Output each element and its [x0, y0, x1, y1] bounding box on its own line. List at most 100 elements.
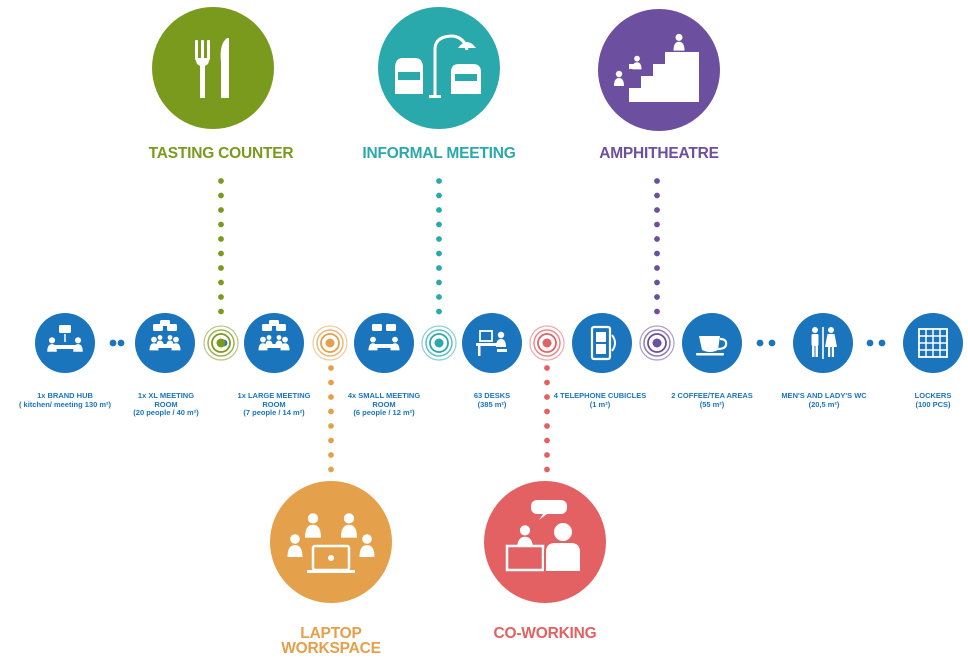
timeline-label-desks: 63 DESKS (385 m²) [474, 391, 510, 409]
amphitheatre-text: AMPHITHEATRE [599, 145, 719, 162]
label-line: (385 m²) [477, 399, 507, 409]
woman-dress [825, 334, 837, 347]
laptop-workspace-label: LAPTOP WORKSPACE [281, 626, 381, 657]
person-body [359, 545, 375, 557]
person-head [343, 513, 355, 524]
ripple-ring [533, 329, 561, 357]
man-head [812, 327, 818, 333]
brand-hub-icon [47, 325, 83, 352]
tasting-counter-dot [218, 265, 224, 271]
laptop-workspace-dot [328, 466, 334, 473]
amphitheatre-dot [654, 236, 660, 242]
label-line: 1x XL MEETING [137, 391, 195, 400]
chair-right-seat [455, 74, 477, 84]
woman-head [828, 327, 834, 333]
ripple-ring [639, 325, 675, 361]
phone-cord [611, 334, 616, 352]
person-head [675, 33, 683, 41]
telephone-cubicle-node [572, 313, 632, 373]
person-body [73, 344, 83, 352]
informal-meeting-node [378, 7, 500, 129]
person-head [260, 336, 266, 343]
woman-leg [828, 347, 831, 357]
fork-tine [195, 40, 198, 60]
label-line: 4 TELEPHONE CUBICLES [553, 391, 647, 400]
speech-bubble [531, 500, 567, 514]
ripple-ring [425, 329, 453, 357]
tasting-counter-dot [218, 308, 224, 315]
monitor-shape [479, 330, 493, 342]
ripple-ring [316, 329, 344, 357]
person-head [74, 337, 82, 344]
cup-handle [717, 337, 728, 351]
chair-seat [497, 349, 507, 352]
ripple-ring [211, 333, 231, 353]
person-body [673, 41, 685, 51]
ripple-core [652, 338, 662, 348]
timeline-circle [572, 313, 632, 373]
ripple-ring [643, 329, 671, 357]
label-line: (7 people / 14 m²) [243, 408, 305, 417]
informal-meeting-dot [436, 221, 442, 228]
person-body [280, 343, 290, 351]
label-line: MEN'S AND LADY'S WC [781, 391, 867, 400]
table-shape [375, 344, 393, 348]
cubicle-pane [596, 332, 606, 342]
co-working-dot [544, 365, 550, 371]
co-working-label: CO-WORKING [493, 625, 597, 642]
laptop-base [307, 570, 355, 573]
informal-meeting-dot [436, 308, 442, 315]
timeline-circle [135, 313, 195, 373]
label-line: (20,5 m²) [808, 399, 840, 409]
brand-hub-node [35, 313, 95, 373]
person-head [519, 525, 531, 536]
ripple-core [216, 338, 226, 348]
person-head [290, 534, 300, 544]
person-head [266, 335, 272, 340]
connector-dot [117, 339, 125, 347]
large-meeting-room-icon [258, 320, 290, 351]
label-line: 2 COFFEE/TEA AREAS [671, 391, 753, 400]
label-line: ROOM [262, 399, 286, 409]
desk-leg [478, 346, 481, 356]
person-body [265, 340, 273, 347]
amphitheatre-dot [654, 207, 660, 213]
stairs-seating-icon [614, 33, 699, 102]
person-head [362, 534, 372, 544]
amphitheatre-dot [654, 265, 660, 271]
ripple-core [542, 338, 552, 348]
co-working-icon [505, 500, 582, 573]
co-working-text: CO-WORKING [493, 625, 597, 642]
timeline-circle [35, 313, 95, 373]
laptop-workspace-node [270, 481, 392, 603]
person-body [305, 524, 321, 538]
ripple-ring [203, 325, 239, 361]
amphitheatre-label: AMPHITHEATRE [599, 145, 719, 162]
connector-dot [866, 339, 874, 347]
table-shape [52, 345, 78, 349]
feature-circle [378, 7, 500, 129]
laptop-workspace-text-2: WORKSPACE [281, 640, 381, 657]
co-working-dot [544, 466, 550, 473]
co-working-dot [544, 379, 550, 386]
colleague-body [544, 541, 582, 573]
person-head [282, 336, 288, 343]
tasting-counter-dot [218, 178, 224, 184]
timeline-label-large-meeting: 1x LARGE MEETING ROOM (7 people / 14 m²) [238, 391, 311, 418]
amphitheatre-dot [654, 250, 660, 257]
timeline-circle [244, 313, 304, 373]
informal-meeting-dot [436, 250, 442, 257]
tasting-counter-dot [218, 221, 224, 228]
speech-bubble [269, 320, 279, 326]
person-head [167, 335, 173, 340]
divider-line [822, 327, 824, 359]
co-working-dot [544, 394, 550, 400]
person-body [149, 343, 159, 351]
woman-leg [831, 347, 834, 357]
person-body [258, 343, 268, 351]
timeline-label-wc: MEN'S AND LADY'S WC (20,5 m²) [781, 391, 867, 409]
man-leg [815, 346, 818, 357]
fork-knife-icon [195, 38, 229, 98]
